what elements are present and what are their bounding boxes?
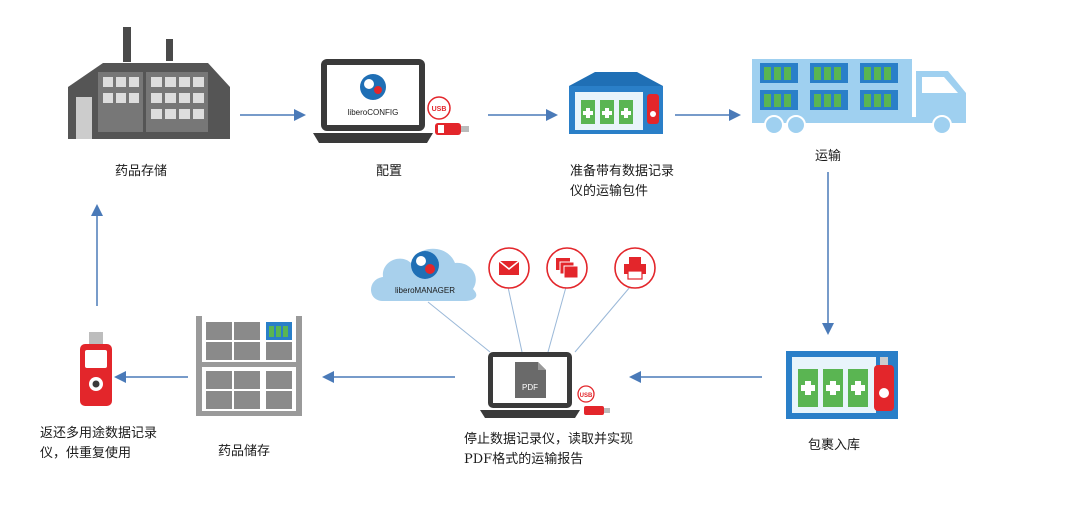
pdf-doc-text: PDF xyxy=(522,383,538,392)
factory-icon xyxy=(68,27,230,139)
label-report: 停止数据记录仪，读取并实现PDF格式的运输报告 xyxy=(464,432,634,467)
mail-icon xyxy=(488,247,530,289)
connector-mail xyxy=(507,286,523,353)
label-prepare: 准备带有数据记录仪的运输包件 xyxy=(570,164,675,199)
label-config: 配置 xyxy=(376,164,403,179)
laptop-config-icon: liberoCONFIG USB xyxy=(313,59,469,143)
shipping-box-icon xyxy=(569,72,663,134)
warehouse-shelf-icon xyxy=(196,316,302,416)
label-return: 返还多用途数据记录仪，供重复使用 xyxy=(40,426,158,461)
data-logger-icon xyxy=(80,332,112,406)
copy-icon xyxy=(546,247,588,289)
label-storage: 药品存储 xyxy=(115,164,168,179)
cloud-manager-text: liberoMANAGER xyxy=(395,286,455,295)
label-store: 药品储存 xyxy=(218,444,271,459)
laptop-config-text: liberoCONFIG xyxy=(348,108,399,117)
connector-cloud xyxy=(427,301,491,353)
label-receive: 包裹入库 xyxy=(808,438,861,453)
received-package-icon xyxy=(786,351,898,419)
print-icon xyxy=(614,247,656,289)
truck-icon xyxy=(752,59,966,135)
connector-print xyxy=(574,286,631,353)
cloud-manager-icon: liberoMANAGER xyxy=(371,248,477,301)
connector-copy xyxy=(547,286,567,353)
usb-badge-top: USB xyxy=(432,106,447,113)
label-transport: 运输 xyxy=(815,149,842,164)
laptop-pdf-icon: PDF USB xyxy=(480,352,610,418)
usb-badge-bottom: USB xyxy=(580,393,593,399)
